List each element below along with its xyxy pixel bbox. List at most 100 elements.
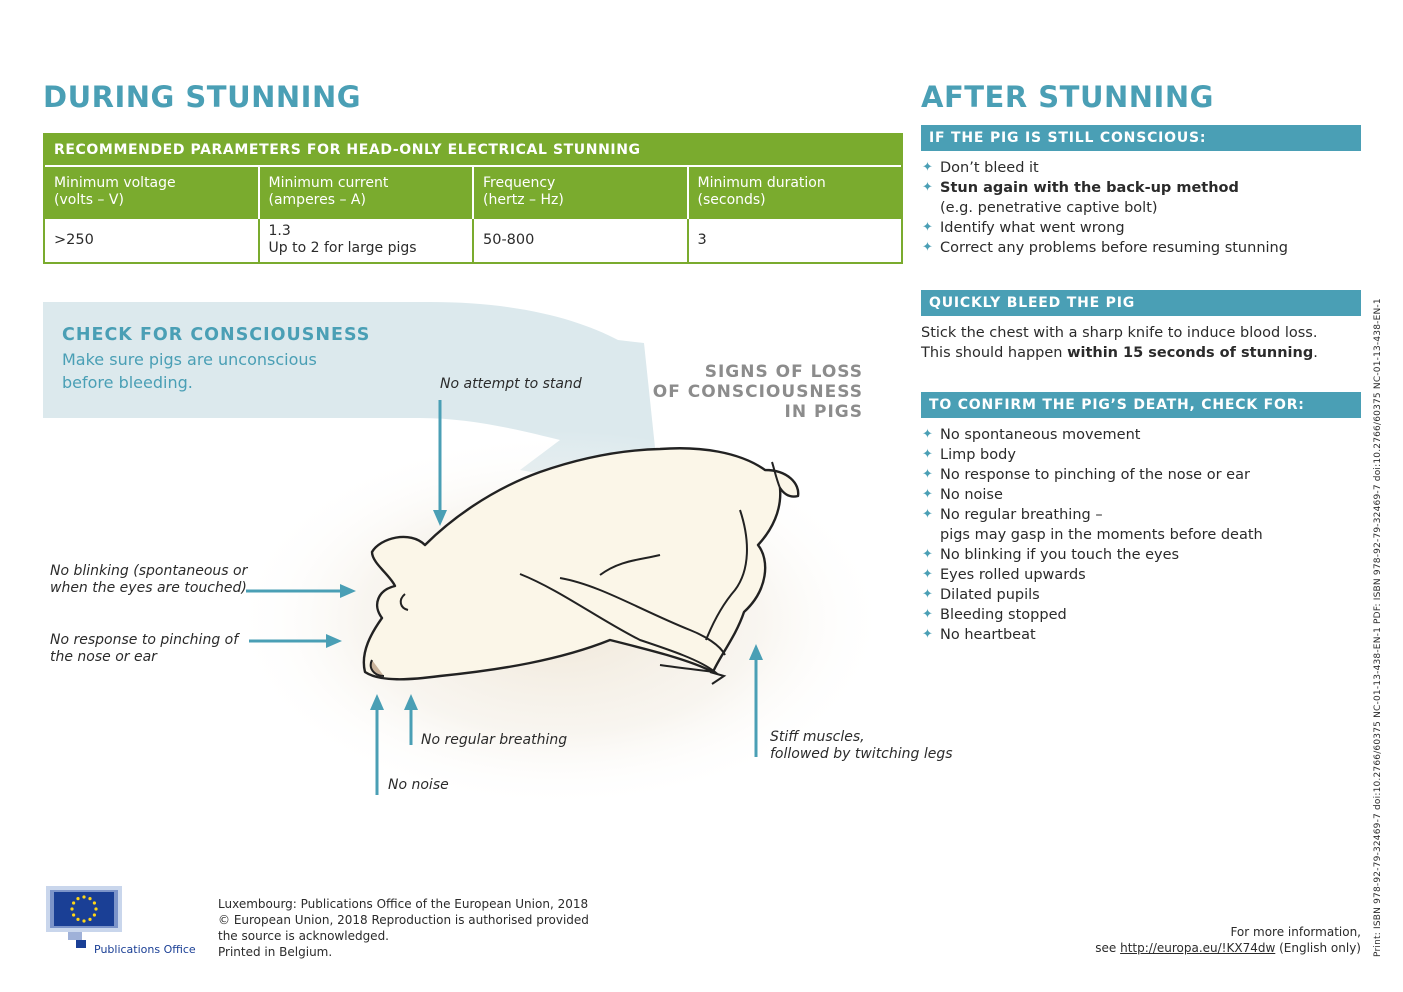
list-item-text: No regular breathing – [940,507,1103,523]
bleed-line-1: Stick the chest with a sharp knife to in… [921,325,1318,341]
parameters-table: RECOMMENDED PARAMETERS FOR HEAD-ONLY ELE… [43,133,903,264]
star-bullet-icon: ✦ [922,240,933,255]
arrow-no-response-head [326,634,342,648]
value-duration: 3 [697,232,707,248]
list-item-text: Correct any problems before resuming stu… [940,240,1288,256]
list-item-text: Stun again with the back-up method [940,180,1239,196]
list-item-text: No noise [940,487,1003,503]
vertical-isbn-text: Print: ISBN 978-92-79-32469-7 doi:10.276… [1373,298,1383,957]
pig-tail [771,461,781,489]
column-header-duration: Minimum duration (seconds) [697,175,826,208]
list-item-text: Limp body [940,447,1016,463]
more-info-link[interactable]: http://europa.eu/!KX74dw [1120,941,1276,955]
label-no-stand: No attempt to stand [440,376,582,392]
check-title: CHECK FOR CONSCIOUSNESS [62,325,371,345]
star-bullet-icon: ✦ [922,467,933,482]
parameters-header-row: Minimum voltage (volts – V) Minimum curr… [45,165,901,219]
value-voltage: >250 [45,219,260,262]
list-item: ✦ No response to pinching of the nose or … [921,465,1263,485]
star-bullet-icon: ✦ [922,627,933,642]
bleed-heading: QUICKLY BLEED THE PIG [921,290,1361,316]
bleed-line-2-post: . [1313,345,1318,361]
bleed-line-2-bold: within 15 seconds of stunning [1067,345,1314,361]
list-item: ✦ No heartbeat [921,625,1263,645]
parameters-table-heading: RECOMMENDED PARAMETERS FOR HEAD-ONLY ELE… [45,135,901,165]
star-bullet-icon: ✦ [922,507,933,522]
list-item: ✦ No blinking if you touch the eyes [921,545,1263,565]
pig-illustration [43,302,890,810]
column-header-frequency: Frequency (hertz – Hz) [474,167,689,219]
publications-office-logo: Publications Office [46,886,196,956]
pig-body [362,447,800,681]
indicator-arrows [246,400,763,795]
death-list: ✦No spontaneous movement ✦Limp body ✦No … [921,425,1263,645]
death-heading: TO CONFIRM THE PIG’S DEATH, CHECK FOR: [921,392,1361,418]
pig-snout [369,659,385,677]
label-no-blinking: No blinking (spontaneous or when the eye… [50,563,248,596]
pig-eye [399,593,409,611]
pig-front-leg [519,573,719,674]
list-item-text: Bleeding stopped [940,607,1067,623]
list-item: ✦ No noise [921,485,1263,505]
column-header-current: Minimum current (amperes – A) [260,167,474,219]
star-bullet-icon: ✦ [922,180,933,195]
list-item-text: No heartbeat [940,627,1036,643]
list-item-text: No blinking if you touch the eyes [940,547,1180,563]
label-stiff-muscles: Stiff muscles, followed by twitching leg… [770,729,953,762]
arrow-stiff-head [749,644,763,660]
star-bullet-icon: ✦ [922,427,933,442]
parameters-value-row: >250 1.3 Up to 2 for large pigs 50-800 3 [45,219,901,262]
more-info-pre: see [1095,941,1121,955]
list-item-text: No response to pinching of the nose or e… [940,467,1250,483]
bleed-text: Stick the chest with a sharp knife to in… [921,323,1318,363]
list-item: ✦Limp body [921,445,1263,465]
list-item-text: Dilated pupils [940,587,1040,603]
list-item-subtext: (e.g. penetrative captive bolt) [940,200,1158,216]
star-bullet-icon: ✦ [922,607,933,622]
list-item-subtext: pigs may gasp in the moments before deat… [940,527,1263,543]
list-item-text: Don’t bleed it [940,160,1039,176]
after-title: AFTER STUNNING [921,80,1214,114]
during-title: DURING STUNNING [43,80,362,114]
list-item: ✦ Identify what went wrong [921,218,1288,238]
signs-title: SIGNS OF LOSS OF CONSCIOUSNESS IN PIGS [652,362,863,422]
list-item: ✦ Stun again with the back-up method (e.g.… [921,178,1288,218]
eu-flag-logo-icon [46,886,122,948]
star-bullet-icon: ✦ [922,487,933,502]
logo-label: Publications Office [94,943,196,956]
label-no-noise: No noise [388,777,449,793]
more-info: For more information, see http://europa.… [1060,924,1361,956]
star-bullet-icon: ✦ [922,587,933,602]
pig-body-line [599,554,661,576]
value-current: 1.3 Up to 2 for large pigs [260,219,474,262]
value-frequency: 50-800 [474,219,689,262]
pig-hind-leg [705,509,748,641]
imprint-text: Luxembourg: Publications Office of the E… [218,897,589,959]
pig-front-leg-2 [559,577,726,656]
arrow-no-noise-head [370,694,384,710]
list-item: ✦ Bleeding stopped [921,605,1263,625]
list-item: ✦ Don’t bleed it [921,158,1288,178]
check-arrow-shape [43,302,660,495]
conscious-heading: IF THE PIG IS STILL CONSCIOUS: [921,125,1361,151]
label-no-response: No response to pinching of the nose or e… [50,632,239,665]
arrow-no-stand-head [433,510,447,526]
star-bullet-icon: ✦ [922,160,933,175]
arrow-no-blinking-head [340,584,356,598]
label-no-breathing: No regular breathing [421,732,568,748]
list-item: ✦ Eyes rolled upwards [921,565,1263,585]
list-item: ✦ Correct any problems before resuming st… [921,238,1288,258]
more-info-post: (English only) [1275,941,1361,955]
bleed-line-2: This should happen within 15 seconds of … [921,343,1318,363]
list-item: ✦ Dilated pupils [921,585,1263,605]
star-bullet-icon: ✦ [922,220,933,235]
list-item-text: Eyes rolled upwards [940,567,1086,583]
star-bullet-icon: ✦ [922,567,933,582]
bleed-line-2-pre: This should happen [921,345,1068,361]
star-bullet-icon: ✦ [922,547,933,562]
check-subtitle: Make sure pigs are unconscious before bl… [62,350,317,392]
conscious-list: ✦ Don’t bleed it ✦ Stun again with the bac… [921,158,1288,258]
more-info-line-1: For more information, [1230,925,1361,939]
arrow-no-breathing-head [404,694,418,710]
list-item-text: Identify what went wrong [940,220,1125,236]
